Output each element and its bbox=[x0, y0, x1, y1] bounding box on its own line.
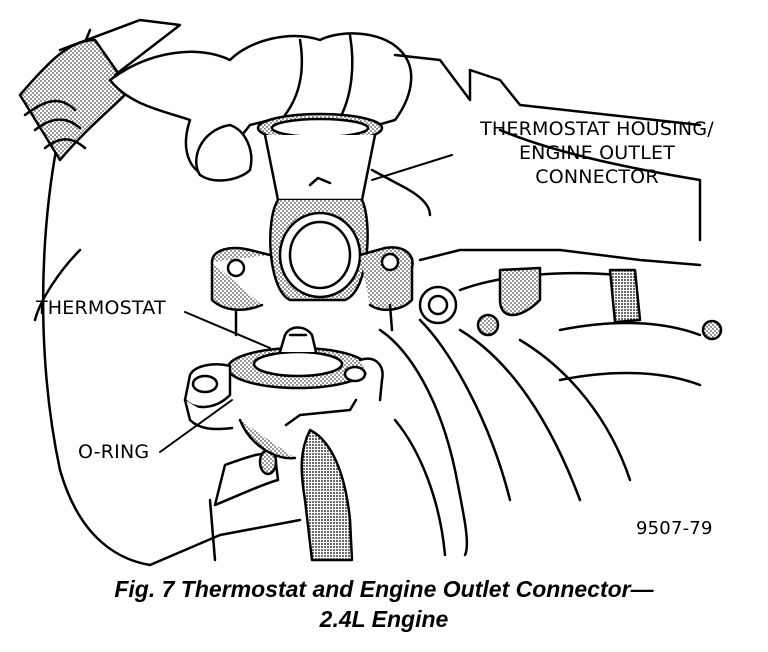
thermostat-base bbox=[183, 357, 384, 431]
figure-caption: Fig. 7 Thermostat and Engine Outlet Conn… bbox=[0, 574, 768, 634]
caption-line1: Fig. 7 Thermostat and Engine Outlet Conn… bbox=[114, 576, 654, 602]
thermostat-part bbox=[226, 326, 370, 390]
intake-runners bbox=[378, 318, 632, 557]
engine-block bbox=[393, 53, 723, 387]
thermostat-label: THERMOSTAT bbox=[36, 297, 166, 319]
leader-lines bbox=[159, 154, 453, 453]
hand-illustration bbox=[108, 32, 413, 182]
lower-housing bbox=[148, 498, 302, 567]
caption-line2: 2.4L Engine bbox=[319, 606, 449, 632]
housing-label-line2: ENGINE OUTLET bbox=[518, 142, 676, 164]
outlet-connector bbox=[256, 112, 432, 302]
figure-code: 9507-79 bbox=[636, 518, 713, 539]
oring-label: O-RING bbox=[78, 441, 150, 463]
housing-label-line3: CONNECTOR bbox=[535, 166, 659, 188]
connector-flange bbox=[210, 246, 414, 337]
engine-left-edge bbox=[33, 248, 82, 322]
heater-hoses bbox=[213, 398, 358, 562]
housing-label: THERMOSTAT HOUSING/ ENGINE OUTLET CONNEC… bbox=[462, 117, 732, 189]
housing-label-line1: THERMOSTAT HOUSING/ bbox=[480, 118, 714, 140]
